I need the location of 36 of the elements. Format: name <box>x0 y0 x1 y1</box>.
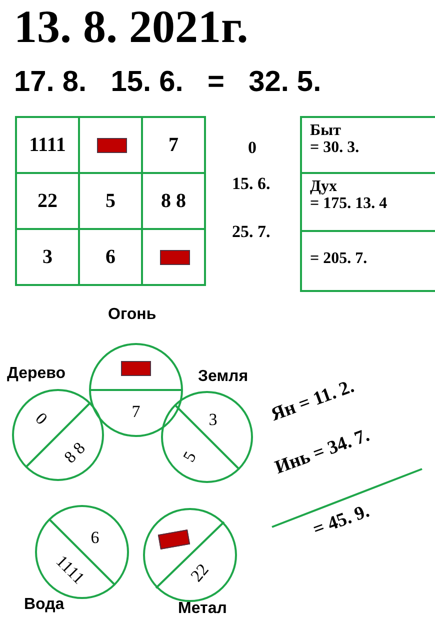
element-circle <box>88 342 184 438</box>
side-number: 0 <box>248 138 256 158</box>
element-circle <box>11 388 105 482</box>
element-label: Земля <box>198 368 248 386</box>
element-label: Дерево <box>7 365 66 383</box>
table-cell: 1111 <box>15 116 80 174</box>
circle-number: 0 <box>30 408 52 430</box>
result-box <box>300 116 435 174</box>
circle-number: 7 <box>132 402 140 422</box>
sum-line: 17. 8. 15. 6. = 32. 5. <box>14 66 322 99</box>
table-cell: 3 <box>15 228 80 286</box>
side-number: 15. 6. <box>232 174 270 194</box>
result-box <box>300 230 435 292</box>
circle-number: 5 <box>179 448 201 466</box>
box-heading: Быт <box>310 122 341 139</box>
sum-formula: Инь = 34. 7. <box>272 424 373 480</box>
element-circle <box>160 390 254 484</box>
box-value: = 30. 3. <box>310 139 360 156</box>
circle-number: 8 8 <box>60 438 90 468</box>
circle-number: 3 <box>208 410 218 430</box>
sum-formula: Ян = 11. 2. <box>268 376 358 426</box>
circle-number: 6 <box>90 528 100 548</box>
side-number: 25. 7. <box>232 222 270 242</box>
circle-number: 1111 <box>52 552 88 588</box>
box-heading: Дух <box>310 178 338 195</box>
element-label: Вода <box>24 596 64 614</box>
element-label: Огонь <box>108 306 156 324</box>
element-circle <box>142 507 238 603</box>
element-label: Метал <box>178 600 227 618</box>
box-value: = 205. 7. <box>310 250 368 267</box>
circle-number: 22 <box>186 560 214 586</box>
table-cell: 7 <box>141 116 206 174</box>
box-value: = 175. 13. 4 <box>310 195 388 212</box>
element-circle <box>34 504 130 600</box>
sum-formula: = 45. 9. <box>310 500 373 542</box>
title: 13. 8. 2021г. <box>14 0 248 53</box>
